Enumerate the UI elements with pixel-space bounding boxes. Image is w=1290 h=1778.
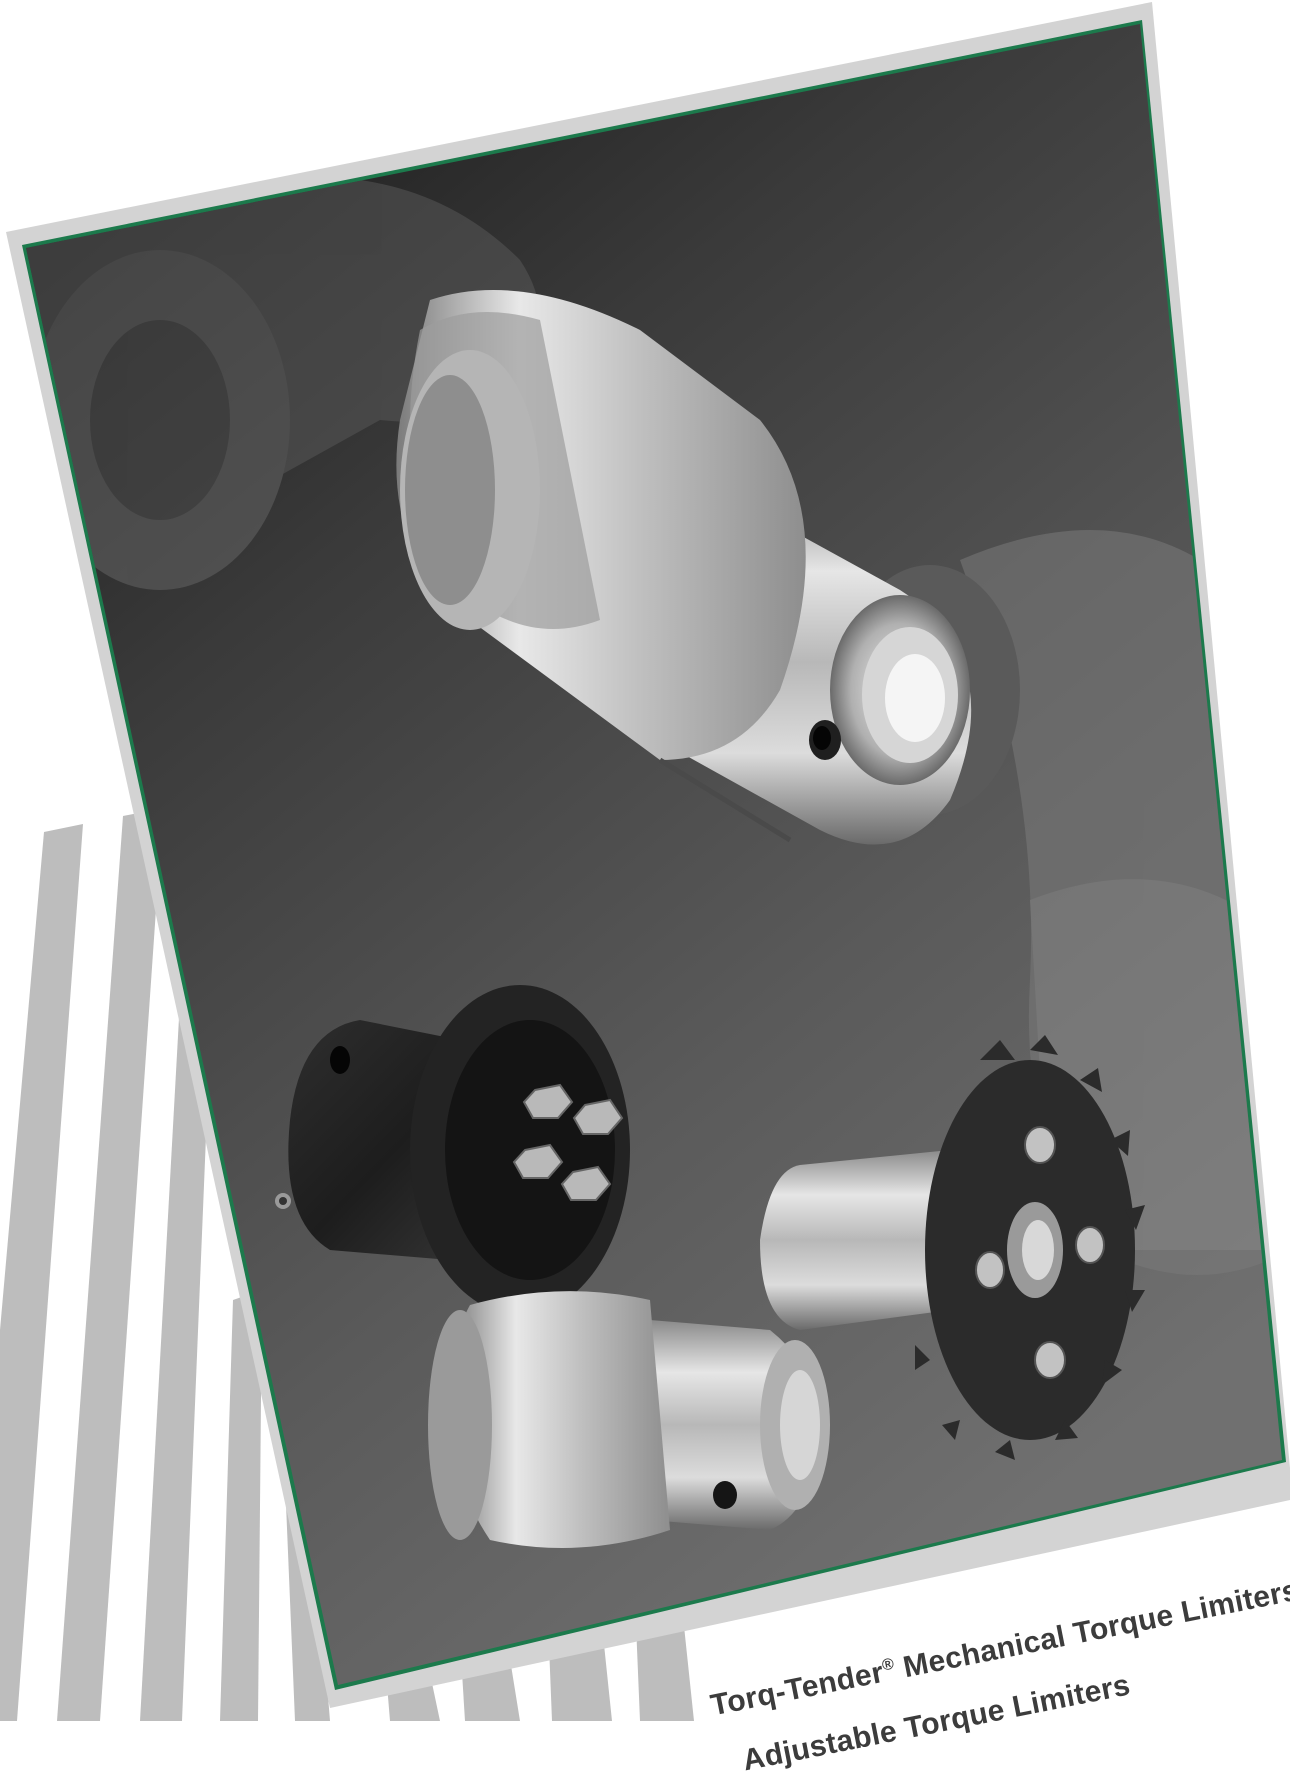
bolt-heads: [512, 1083, 624, 1201]
bolt-heads: [975, 1126, 1105, 1379]
stripe: [220, 1290, 262, 1721]
stripe: [140, 990, 212, 1721]
torque-limiter-small: [428, 1291, 830, 1548]
stripe: [57, 808, 163, 1721]
stripe: [0, 824, 83, 1721]
torque-limiter-large: [396, 290, 1020, 845]
brochure-cover: [0, 2, 1290, 1721]
product-photo: [26, 24, 1282, 1685]
torque-limiter-black-adjustable: [275, 985, 630, 1315]
torque-limiter-sprocket: [760, 1035, 1145, 1460]
